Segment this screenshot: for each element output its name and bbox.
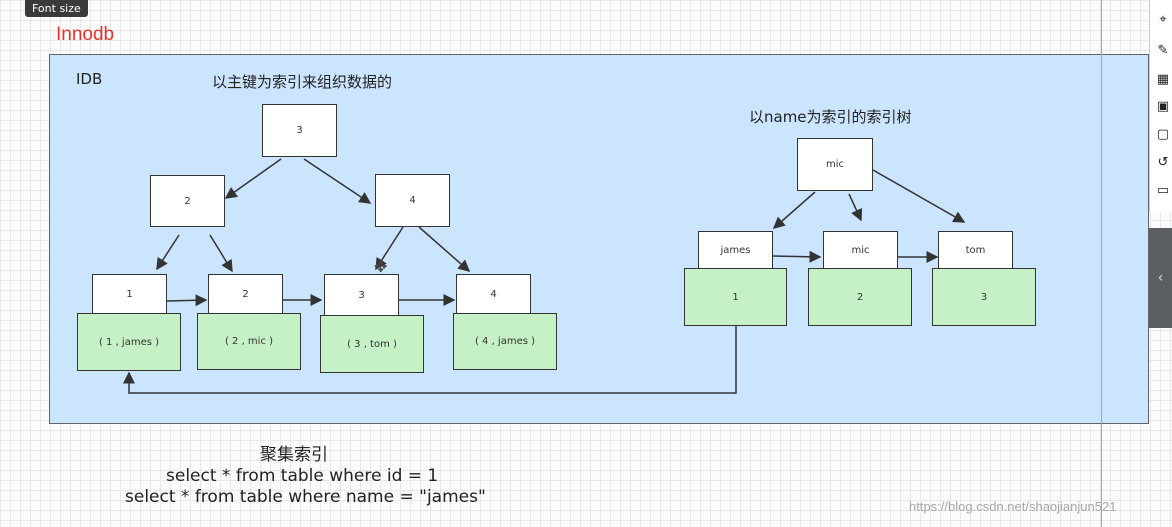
history-icon[interactable]: ↺ [1157,155,1169,170]
secondary-leaf-mic[interactable]: mic [823,231,898,270]
row-data-3[interactable]: ( 3 , tom ) [320,315,424,373]
primary-leaf-4[interactable]: 4 [456,274,531,314]
diagram-canvas[interactable]: IDB 以主键为索引来组织数据的 以name为索引的索引树 [49,54,1149,424]
secondary-leaf-james[interactable]: james [698,231,773,270]
right-toolbar: ⌖ ✎ ▦ ▣ ▢ ↺ ▭ [1149,0,1172,212]
primary-leaf-2[interactable]: 2 [208,274,283,314]
row-data-4[interactable]: ( 4 , james ) [453,313,557,370]
idb-label: IDB [76,70,103,88]
calendar-icon[interactable]: ▦ [1156,72,1170,87]
row-data-2[interactable]: ( 2 , mic ) [197,313,301,370]
primary-leaf-1[interactable]: 1 [92,274,167,314]
text-edit-icon[interactable]: ✎ [1157,43,1169,58]
pk-ref-2[interactable]: 2 [808,268,912,326]
pk-ref-3[interactable]: 3 [932,268,1036,326]
pk-ref-1[interactable]: 1 [684,268,787,326]
query-by-name: select * from table where name = "james" [125,487,486,507]
primary-index-caption: 以主键为索引来组织数据的 [212,73,393,91]
primary-node-4[interactable]: 4 [375,174,450,227]
move-cursor-icon: ✥ [374,257,388,276]
query-by-id: select * from table where id = 1 [166,466,439,486]
primary-leaf-3[interactable]: 3 [324,274,399,316]
page-title: Innodb [56,24,115,45]
secondary-leaf-tom[interactable]: tom [938,231,1013,270]
font-size-tooltip: Font size [25,0,88,17]
clustered-index-title: 聚集索引 [260,445,328,465]
panel-collapse-handle[interactable]: ‹ [1149,228,1172,328]
secondary-index-caption: 以name为索引的索引树 [749,108,912,126]
watermark: https://blog.csdn.net/shaojianjun521 [909,499,1117,514]
page-icon[interactable]: ▢ [1156,127,1170,142]
connector-arrows [123,158,966,394]
secondary-root-node[interactable]: mic [797,138,873,191]
comment-icon[interactable]: ▭ [1156,183,1170,198]
row-data-1[interactable]: ( 1 , james ) [77,313,181,371]
primary-node-2[interactable]: 2 [150,175,225,227]
primary-root-node[interactable]: 3 [262,104,337,157]
page-boundary-line [1101,0,1102,527]
layout-icon[interactable]: ▣ [1156,99,1170,114]
crosshair-icon[interactable]: ⌖ [1159,12,1167,27]
chevron-left-icon: ‹ [1157,270,1164,286]
